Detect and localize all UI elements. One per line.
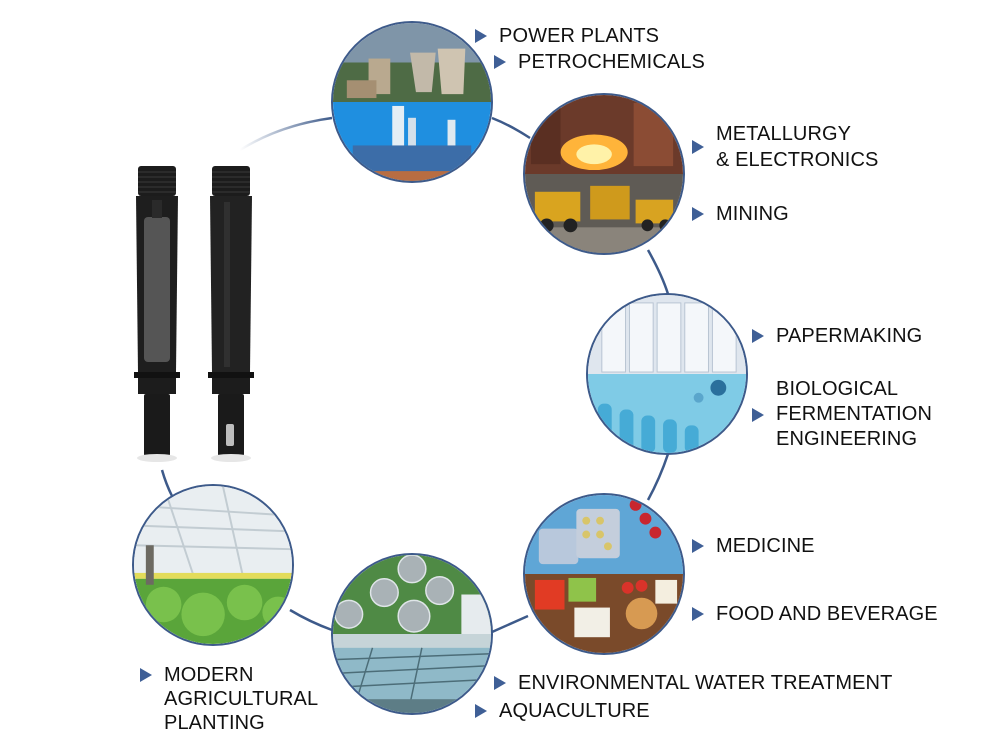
paper-rolls-photo	[588, 295, 746, 374]
label-aquaculture: AQUACULTURE	[475, 699, 650, 723]
petrochemical-plant-photo	[333, 102, 491, 181]
industry-image-metallurgy-mining	[523, 93, 685, 255]
label-papermaking: PAPERMAKING	[752, 324, 922, 348]
food-platter-photo	[525, 574, 683, 653]
power-plant-photo	[333, 23, 491, 102]
label-power-plants: POWER PLANTS	[475, 24, 659, 48]
industry-image-water-aquaculture	[331, 553, 493, 715]
aquaculture-ponds-photo	[333, 634, 491, 713]
industry-image-agriculture	[132, 484, 294, 646]
label-mining: MINING	[692, 202, 789, 226]
arrow-right-icon	[692, 539, 704, 553]
sensor-probe-left	[134, 166, 180, 462]
label-medicine: MEDICINE	[692, 534, 815, 558]
arrow-right-icon	[475, 29, 487, 43]
label-petrochemicals: PETROCHEMICALS	[494, 50, 705, 74]
label-biological-fermentation: BIOLOGICAL FERMENTATION ENGINEERING	[752, 377, 932, 452]
greenhouse-plants-photo	[134, 486, 292, 644]
water-treatment-tanks-photo	[333, 555, 491, 634]
arrow-right-icon	[494, 676, 506, 690]
industry-image-power-petrochemical	[331, 21, 493, 183]
label-metallurgy-electronics: METALLURGY & ELECTRONICS	[692, 121, 878, 173]
arrow-right-icon	[475, 704, 487, 718]
sensor-probe-right	[208, 166, 254, 462]
industry-image-medicine-food	[523, 493, 685, 655]
steel-furnace-photo	[525, 95, 683, 174]
label-modern-agricultural-planting: MODERN AGRICULTURAL PLANTING	[140, 663, 318, 735]
arrow-right-icon	[494, 55, 506, 69]
arrow-right-icon	[752, 329, 764, 343]
arrow-right-icon	[692, 140, 704, 154]
arrow-right-icon	[692, 607, 704, 621]
mining-trucks-photo	[525, 174, 683, 253]
industry-image-paper-biological	[586, 293, 748, 455]
arrow-right-icon	[692, 207, 704, 221]
medicine-pills-photo	[525, 495, 683, 574]
arrow-right-icon	[140, 668, 152, 682]
label-food-beverage: FOOD AND BEVERAGE	[692, 602, 938, 626]
test-tubes-photo	[588, 374, 746, 453]
label-environmental-water-treatment: ENVIRONMENTAL WATER TREATMENT	[494, 671, 892, 695]
arrow-right-icon	[752, 407, 764, 422]
